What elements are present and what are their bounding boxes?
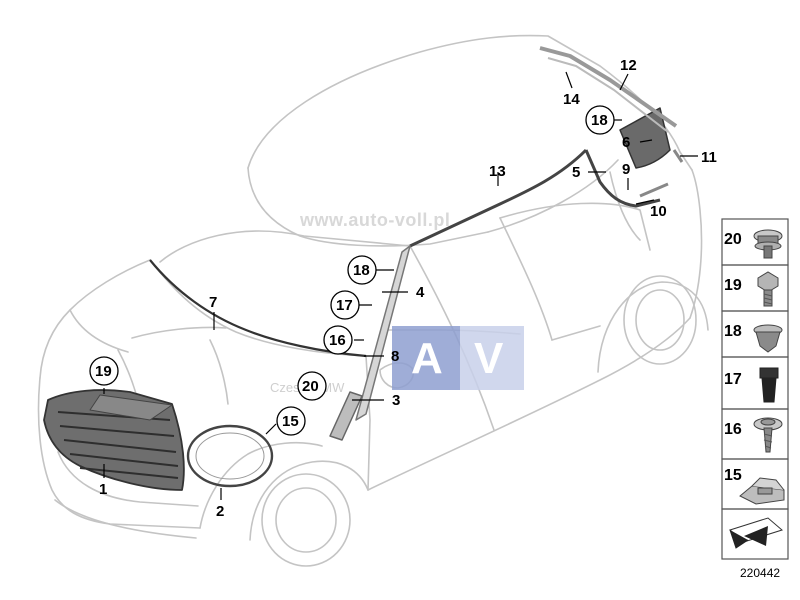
continuation-arrow-icon <box>728 517 784 549</box>
callout-18: 18 <box>353 262 370 279</box>
callout-14: 14 <box>563 91 580 108</box>
clip-20-icon <box>753 229 783 259</box>
callout-6: 6 <box>622 134 630 151</box>
callout-13: 13 <box>489 163 506 180</box>
legend-19: 19 <box>724 277 742 294</box>
roof-strip-outer <box>539 46 678 128</box>
callout-7: 7 <box>209 294 217 311</box>
windshield-seal <box>149 259 367 358</box>
callout-12: 12 <box>620 57 637 74</box>
callout-15: 15 <box>282 413 299 430</box>
trim-10 <box>639 182 669 198</box>
headlight-ring <box>186 424 274 488</box>
legend-16: 16 <box>724 421 742 438</box>
clip-15-icon <box>739 477 785 505</box>
callout-4: 4 <box>416 284 425 301</box>
callout-9: 9 <box>622 161 630 178</box>
watermark-logo-v: V <box>474 334 504 383</box>
callout-5: 5 <box>572 164 580 181</box>
callout-19: 19 <box>95 363 112 380</box>
callout-2: 2 <box>216 503 224 520</box>
legend-15: 15 <box>724 467 742 484</box>
a-pillar-cover <box>355 245 411 421</box>
window-frame-seal <box>584 149 661 208</box>
watermark-site: www.auto-voll.pl <box>299 210 450 230</box>
callout-3: 3 <box>392 392 400 409</box>
legend-20: 20 <box>724 231 742 248</box>
watermark-logo-a: A <box>411 334 443 383</box>
roof-molding <box>409 148 588 248</box>
callout-11: 11 <box>701 149 717 166</box>
diagram-number: 220442 <box>740 566 780 580</box>
parts-legend: 20 19 18 17 16 15 <box>721 218 789 560</box>
a-pillar-lower <box>329 391 363 441</box>
callout-1: 1 <box>99 481 107 498</box>
front-grille <box>43 389 185 491</box>
callout-18-rear: 18 <box>591 112 608 129</box>
parts <box>43 46 684 491</box>
callout-16: 16 <box>329 332 346 349</box>
callout-circles <box>89 105 615 436</box>
callout-numbers: 1 2 3 4 5 6 7 8 9 10 11 12 13 14 15 16 1… <box>95 57 717 520</box>
trim-11 <box>672 149 684 163</box>
nut-clip-17-icon <box>759 367 779 403</box>
callout-17: 17 <box>336 297 353 314</box>
leader-lines <box>103 71 698 500</box>
screw-16-icon <box>753 417 783 453</box>
legend-17: 17 <box>724 371 742 388</box>
callout-10: 10 <box>650 203 667 220</box>
callout-8: 8 <box>391 348 399 365</box>
legend-18: 18 <box>724 323 742 340</box>
clip-18-icon <box>753 324 783 353</box>
callout-20: 20 <box>302 378 319 395</box>
roof-strip-inner <box>547 57 669 133</box>
bolt-19-icon <box>757 271 779 307</box>
